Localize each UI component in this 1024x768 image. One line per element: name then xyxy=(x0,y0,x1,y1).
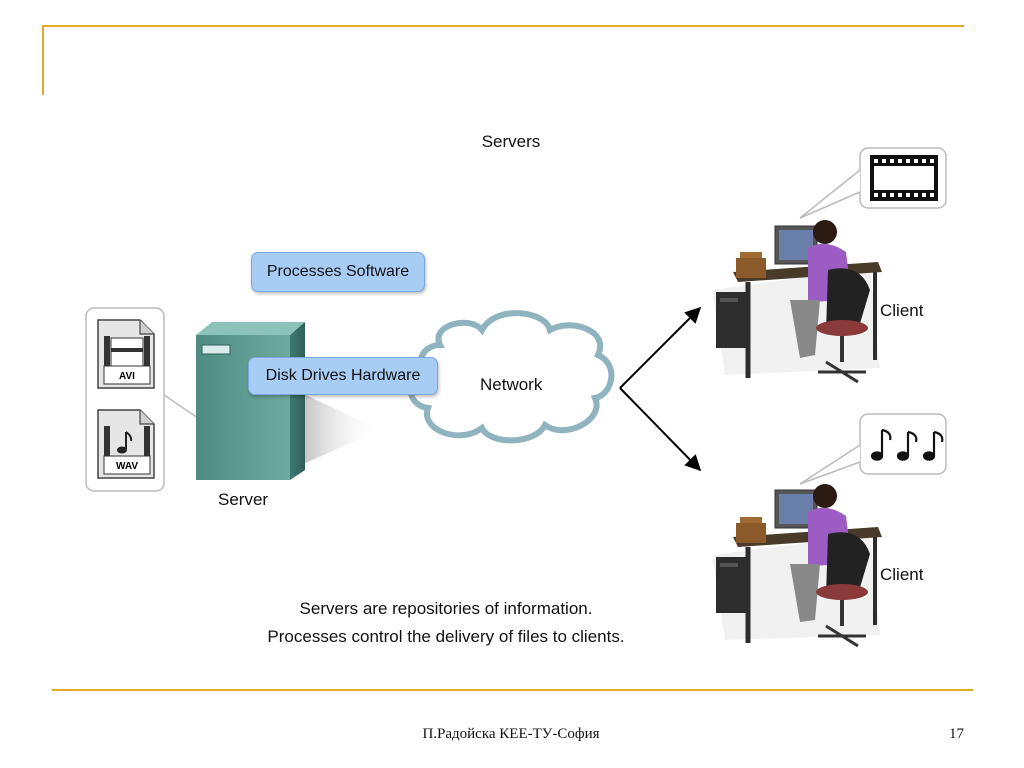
server-label: Server xyxy=(218,490,269,509)
avi-file-icon xyxy=(97,319,155,389)
page-number: 17 xyxy=(949,726,964,742)
frame-left-rule xyxy=(42,25,44,95)
processes-software-label: Processes Software xyxy=(251,252,425,292)
caption-line-1: Servers are repositories of information. xyxy=(299,599,593,618)
footer-author: П.Радойска КЕЕ-ТУ-София xyxy=(422,726,600,742)
avi-label: AVI xyxy=(119,371,135,382)
slide-title: Servers xyxy=(481,132,541,151)
wav-label: WAV xyxy=(116,461,138,472)
client-bottom-label: Client xyxy=(880,565,924,584)
server-tower-icon xyxy=(196,322,380,480)
disk-drives-hardware-label: Disk Drives Hardware xyxy=(248,357,438,395)
network-arrows xyxy=(619,306,702,472)
frame-bottom-rule xyxy=(52,689,973,691)
workstation-user-icon xyxy=(712,220,882,384)
film-strip-icon xyxy=(870,155,938,201)
workstation-user-icon xyxy=(712,484,882,648)
wav-file-icon xyxy=(97,409,155,479)
caption-line-2: Processes control the delivery of files … xyxy=(267,627,625,646)
network-cloud-icon xyxy=(407,310,615,444)
network-label: Network xyxy=(480,375,543,394)
frame-top-rule xyxy=(42,25,964,27)
client-top-label: Client xyxy=(880,301,924,320)
music-bubble xyxy=(799,413,947,485)
music-notes-icon xyxy=(870,428,944,461)
